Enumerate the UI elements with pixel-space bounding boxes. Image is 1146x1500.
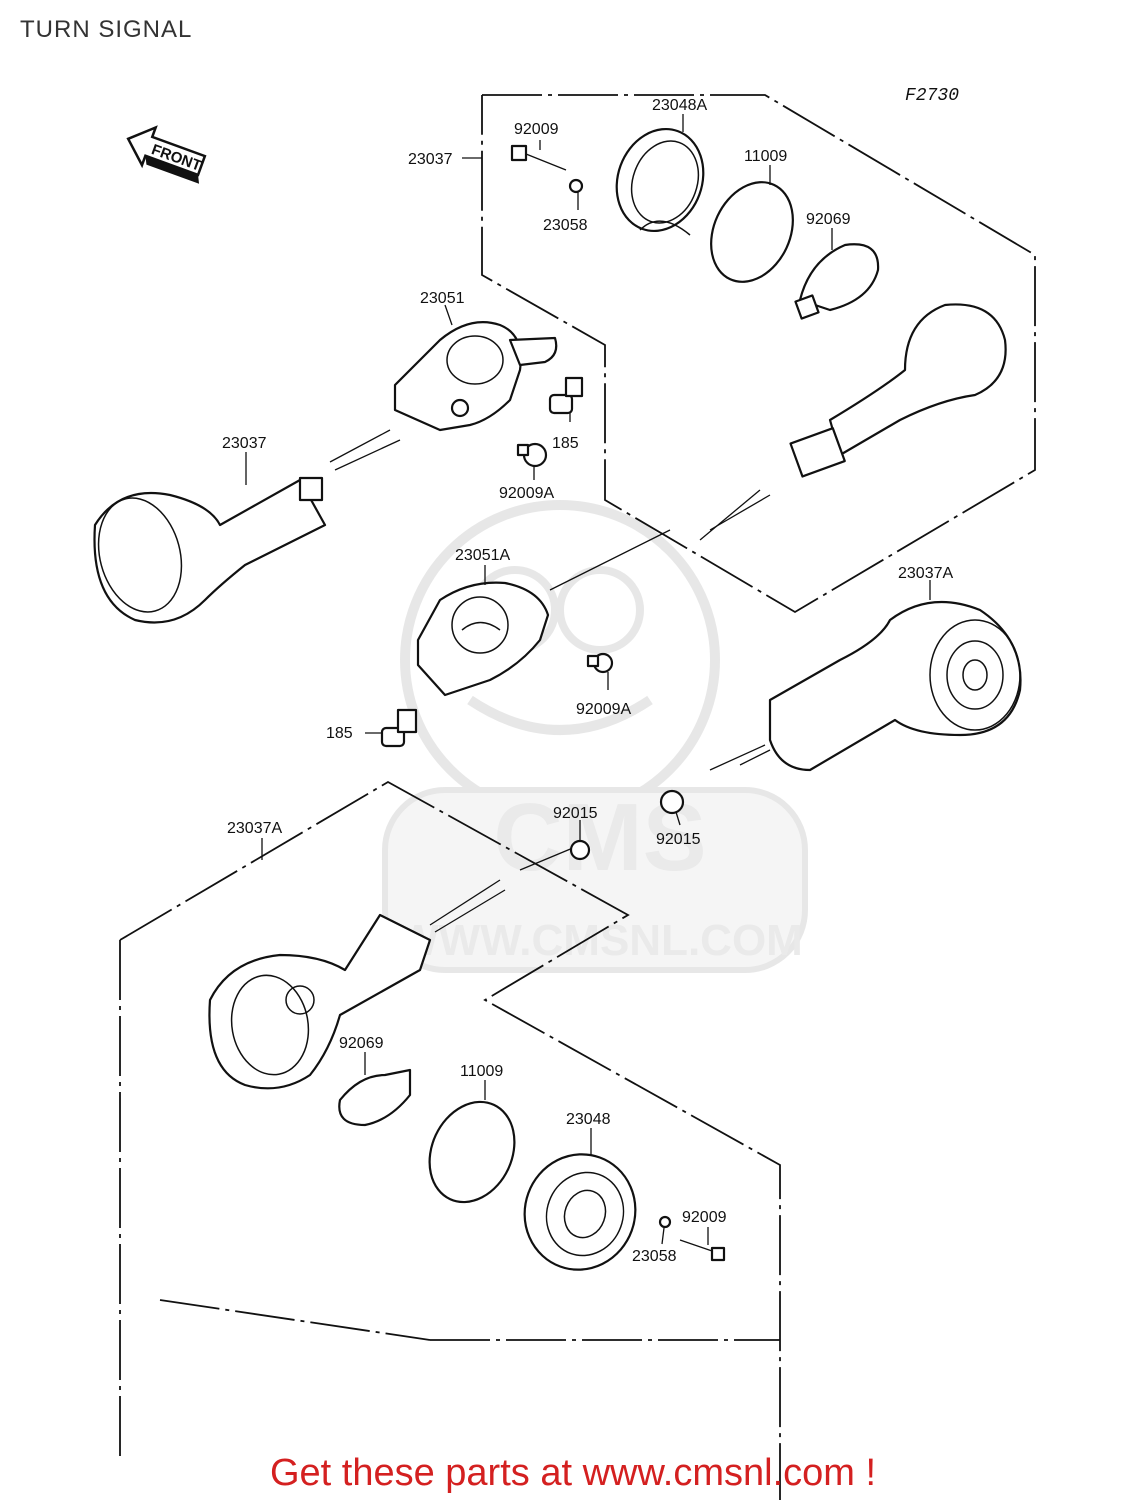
watermark-url-text: WWW.CMSNL.COM bbox=[397, 916, 803, 965]
leader-lines bbox=[245, 114, 931, 1245]
label-23048: 23048 bbox=[566, 1111, 611, 1128]
upper-gasket-11009 bbox=[710, 181, 794, 283]
label-92009-bottom: 92009 bbox=[682, 1209, 727, 1226]
lower-bulb-92069 bbox=[338, 1068, 412, 1127]
label-185-top: 185 bbox=[552, 435, 579, 452]
upper-lens-23048A bbox=[615, 127, 705, 236]
upper-washer-23058 bbox=[568, 178, 584, 194]
upper-screw-92009 bbox=[510, 144, 567, 171]
lower-gasket-11009 bbox=[428, 1100, 516, 1204]
label-23051A: 23051A bbox=[455, 547, 510, 564]
upper-bolt-185 bbox=[548, 376, 584, 415]
label-92009A-mid: 92009A bbox=[576, 701, 631, 718]
label-23058-bottom: 23058 bbox=[632, 1248, 677, 1265]
figure-code: F2730 bbox=[905, 86, 959, 106]
label-92009-top: 92009 bbox=[514, 121, 559, 138]
footer-cta-text[interactable]: Get these parts at www.cmsnl.com ! bbox=[269, 1452, 877, 1494]
lower-screw-92009 bbox=[679, 1239, 726, 1262]
label-92015-right: 92015 bbox=[656, 831, 701, 848]
lower-signal-body-23037A bbox=[208, 879, 506, 1090]
lower-lens-23048 bbox=[523, 1153, 637, 1271]
label-23037-left: 23037 bbox=[222, 435, 267, 452]
label-11009-bottom: 11009 bbox=[460, 1063, 503, 1080]
label-92069-top: 92069 bbox=[806, 211, 851, 228]
lower-assembly-outline bbox=[119, 780, 781, 1500]
label-92009A-top: 92009A bbox=[499, 485, 554, 502]
upper-bulb-92069 bbox=[794, 243, 880, 320]
upper-screw-92009A bbox=[516, 442, 548, 468]
right-nut-92015 bbox=[659, 789, 685, 815]
label-11009-top: 11009 bbox=[744, 148, 787, 165]
label-92015-left: 92015 bbox=[553, 805, 598, 822]
page-title: TURN SIGNAL bbox=[20, 16, 193, 43]
mid-screw-92009A bbox=[586, 652, 614, 674]
label-23037A-bottom: 23037A bbox=[227, 820, 282, 837]
lower-washer-23058 bbox=[658, 1215, 672, 1229]
front-arrow-icon: FRONT bbox=[126, 125, 207, 184]
label-23048A: 23048A bbox=[652, 97, 707, 114]
label-23037A-right: 23037A bbox=[898, 565, 953, 582]
left-signal-body-23037 bbox=[93, 429, 401, 624]
label-23058-top: 23058 bbox=[543, 217, 588, 234]
mid-bolt-185 bbox=[380, 708, 418, 748]
label-23037-top: 23037 bbox=[408, 151, 453, 168]
left-nut-92015 bbox=[569, 839, 591, 861]
lower-bracket-23051A bbox=[416, 581, 550, 697]
lower-assembly-outline-bottom bbox=[159, 1299, 431, 1341]
watermark-logo: CMS WWW.CMSNL.COM bbox=[382, 500, 808, 973]
upper-assembly-outline bbox=[481, 94, 1036, 614]
label-185-mid: 185 bbox=[326, 725, 353, 742]
upper-right-signal-body-23037 bbox=[699, 303, 1007, 541]
upper-bracket-23051 bbox=[393, 321, 558, 432]
label-23051: 23051 bbox=[420, 290, 465, 307]
right-signal-body-23037A bbox=[709, 600, 1022, 772]
label-92069-bottom: 92069 bbox=[339, 1035, 384, 1052]
